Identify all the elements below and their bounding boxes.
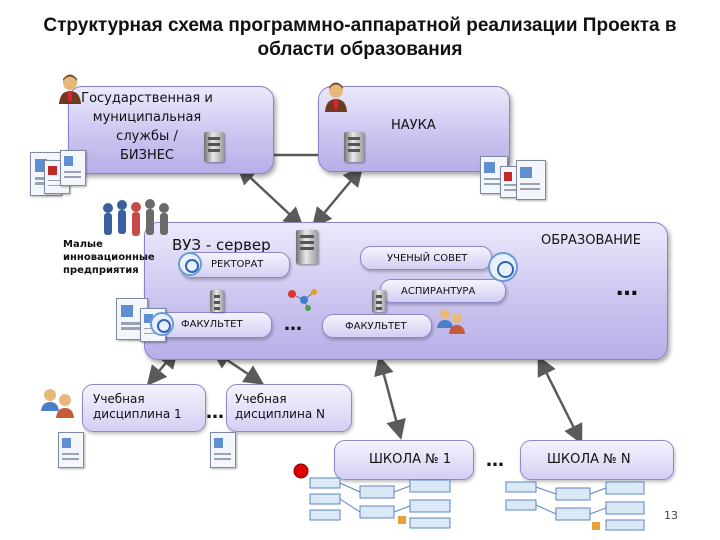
discipline1-label: Учебная дисциплина 1: [93, 392, 182, 422]
discN-line-2: дисциплина N: [235, 407, 325, 421]
disc1-line-2: дисциплина 1: [93, 407, 182, 421]
server-icon: [296, 230, 318, 264]
faculty2-bar: ФАКУЛЬТЕТ: [322, 314, 432, 338]
school1-label: ШКОЛА № 1: [369, 452, 452, 467]
rectorate-label: РЕКТОРАТ: [211, 259, 264, 270]
postgrad-label: АСПИРАНТУРА: [401, 286, 476, 297]
ellipsis-faculties: …: [284, 314, 302, 335]
academic-council-label: УЧЕНЫЙ СОВЕТ: [387, 253, 468, 264]
server-icon: [344, 132, 364, 162]
gov-business-label: Государственная и муниципальная службы /…: [77, 89, 217, 165]
science-panel: НАУКА: [318, 86, 510, 172]
discipline1-bar: Учебная дисциплина 1: [82, 384, 206, 432]
molecule-icon: [288, 289, 317, 311]
disc1-line-1: Учебная: [93, 392, 145, 406]
faculty2-label: ФАКУЛЬТЕТ: [345, 321, 407, 332]
arrow-edu-schoolN: [537, 355, 583, 445]
server-icon: [204, 132, 224, 162]
document-icon: [116, 298, 148, 340]
education-label: ОБРАЗОВАНИЕ: [541, 233, 641, 248]
small-line-2: инновационные: [63, 252, 155, 263]
disciplineN-label: Учебная дисциплина N: [235, 392, 325, 422]
arrow-science-vuz: [311, 166, 364, 228]
schoolN-bar: ШКОЛА № N: [520, 440, 674, 480]
server-icon: [210, 290, 224, 312]
document-icon: [516, 160, 546, 200]
small-line-1: Малые: [63, 239, 103, 250]
document-icon: [60, 150, 86, 186]
discN-line-1: Учебная: [235, 392, 287, 406]
schoolN-label: ШКОЛА № N: [547, 452, 631, 467]
document-icon: [58, 432, 84, 468]
crowd-photo: [103, 199, 169, 236]
ellipsis-disciplines: …: [206, 402, 224, 423]
red-dot-marker: [293, 463, 309, 479]
title-line-1: Структурная схема программно-аппаратной …: [43, 15, 677, 36]
person-icon: [325, 82, 347, 112]
postgrad-bar: АСПИРАНТУРА: [380, 279, 506, 303]
school1-bar: ШКОЛА № 1: [334, 440, 474, 480]
group-icon: [437, 309, 465, 334]
workflow-diagram: [505, 481, 645, 531]
academic-council-bar: УЧЕНЫЙ СОВЕТ: [360, 246, 492, 270]
small-line-3: предприятия: [63, 265, 139, 276]
gov-line-3: службы /: [116, 129, 178, 144]
page-number: 13: [664, 509, 678, 522]
circle-chart-icon: [178, 252, 202, 276]
faculty1-label: ФАКУЛЬТЕТ: [181, 319, 243, 330]
small-enterprises-label: Малые инновационные предприятия: [63, 238, 155, 277]
vuz-server-label: ВУЗ - сервер: [172, 236, 271, 254]
ellipsis-education: …: [616, 276, 638, 301]
group-icon: [41, 389, 74, 418]
gov-line-4: БИЗНЕС: [119, 148, 175, 163]
arrow-edu-school1: [374, 355, 406, 440]
gov-line-1: Государственная и: [81, 91, 213, 106]
gov-line-2: муниципальная: [92, 110, 202, 125]
disciplineN-bar: Учебная дисциплина N: [226, 384, 352, 432]
arrow-gov-vuz: [236, 164, 304, 228]
person-icon: [59, 74, 81, 104]
page-title: Структурная схема программно-аппаратной …: [0, 14, 720, 62]
title-line-2: области образования: [257, 39, 463, 60]
gov-business-panel: Государственная и муниципальная службы /…: [68, 86, 274, 174]
science-label: НАУКА: [391, 118, 436, 133]
circle-chart-icon: [150, 312, 174, 336]
document-icon: [210, 432, 236, 468]
workflow-diagram: [309, 477, 451, 529]
circle-chart-icon: [488, 252, 518, 282]
server-icon: [372, 290, 386, 312]
ellipsis-schools: …: [486, 450, 504, 471]
